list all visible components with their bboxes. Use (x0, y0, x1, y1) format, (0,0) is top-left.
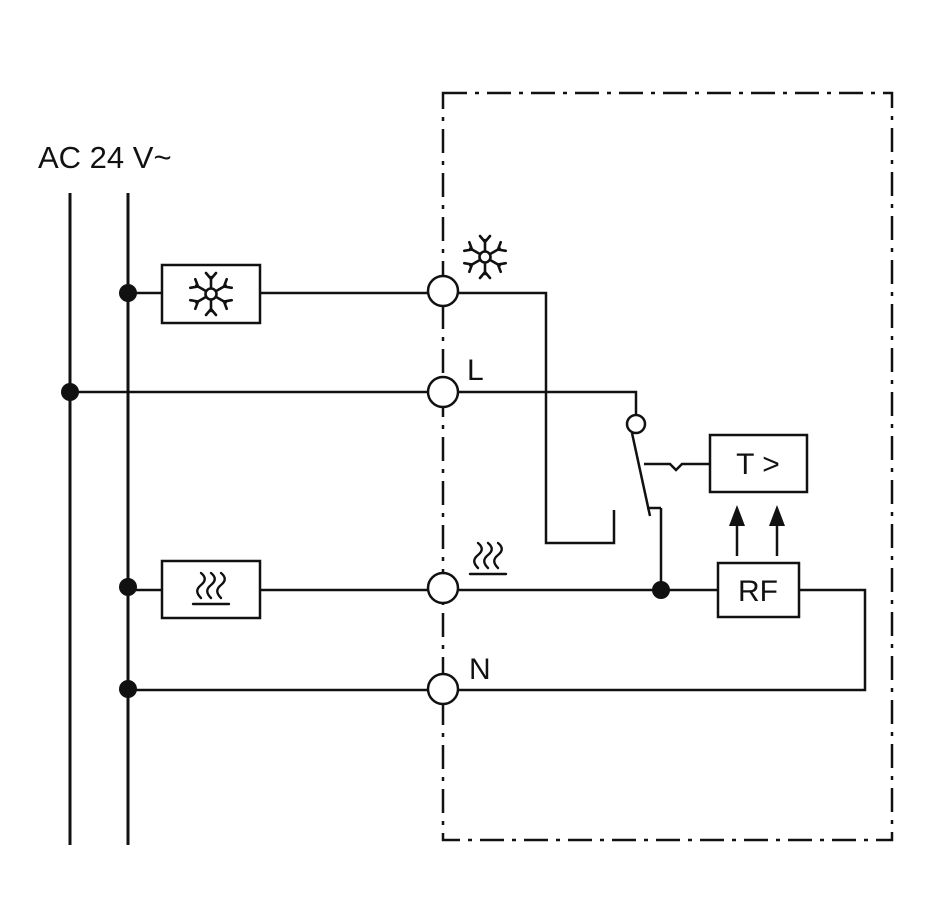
terminal-live-label: L (467, 354, 484, 387)
switch-pivot (627, 415, 645, 433)
signal-arrows (729, 505, 785, 556)
wire-cooling-internal (459, 293, 614, 543)
wire-rf-return (459, 590, 865, 690)
heating-icon (470, 543, 506, 574)
arrow-head (769, 505, 785, 526)
junction-dot (119, 680, 137, 698)
junction-dot (61, 383, 79, 401)
junction-dot (119, 578, 137, 596)
arrow-head (729, 505, 745, 526)
wire-live-internal (459, 392, 636, 414)
terminal-neutral-label: N (469, 653, 491, 686)
rf-label: RF (738, 575, 778, 608)
thermostat-label: T > (736, 448, 780, 481)
junction-dot (119, 284, 137, 302)
supply-label: AC 24 V~ (38, 140, 172, 175)
device-enclosure (443, 93, 892, 840)
terminal-neutral (428, 674, 458, 704)
junctions (61, 284, 670, 698)
junction-dot (652, 581, 670, 599)
terminal-heating (428, 573, 458, 603)
terminal-cooling (428, 276, 458, 306)
switch-blade (632, 433, 650, 516)
wire-switch-to-heating (647, 508, 661, 590)
terminal-live (428, 377, 458, 407)
snowflake-icon (464, 236, 505, 278)
heating-load-box (162, 561, 260, 618)
thermostat-actuator-link (644, 464, 710, 470)
